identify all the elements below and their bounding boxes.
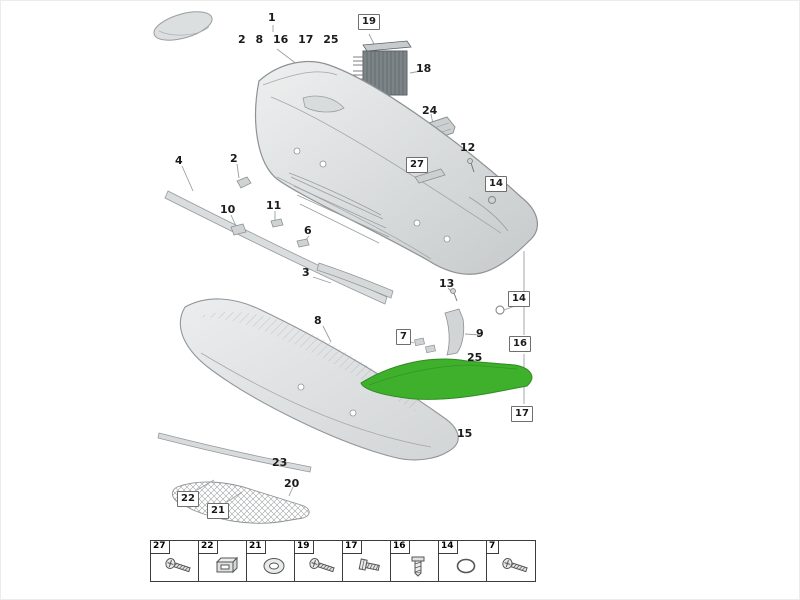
callout-12[interactable]: 12 [460,141,476,154]
legend-cell-number: 27 [151,541,170,554]
grommet-icon [263,558,285,574]
legend-cell-14: 14 [439,541,487,581]
callout-box-16[interactable]: 16 [509,336,531,352]
bumper-cover-shape [254,60,538,275]
bracket-9-shape [444,308,465,356]
callout-1-group[interactable]: 2 8 16 17 25 [238,33,339,46]
screw-12-shape [467,158,475,173]
bracket-2-shape [236,176,252,189]
callout-2[interactable]: 2 [230,152,238,165]
clip-10-shape [230,223,247,236]
highlighted-part-front-spoiler[interactable] [360,358,533,400]
callout-4[interactable]: 4 [175,154,183,167]
mesh-grille-shape [172,481,310,524]
ring-14-shape [495,305,505,315]
trim-strip-4-shape [164,190,388,305]
callout-box-27[interactable]: 27 [406,157,428,173]
callout-8[interactable]: 8 [314,314,322,327]
callout-6[interactable]: 6 [304,224,312,237]
callout-18[interactable]: 18 [416,62,432,75]
legend-cell-number: 21 [247,541,266,554]
clips-7-shape [414,337,436,354]
screw-icon [165,558,191,573]
callout-3[interactable]: 3 [302,266,310,279]
callout-box-21[interactable]: 21 [207,503,229,519]
clip-nut-icon [215,556,239,574]
legend-cell-number: 16 [391,541,410,554]
legend-cell-number: 17 [343,541,362,554]
clip-11-shape [270,218,284,228]
legend-cell-7: 7 [487,541,535,581]
bracket-27-shape [414,168,446,184]
callout-1[interactable]: 1 [268,11,276,24]
legend-cell-16: 16 [391,541,439,581]
legend-cell-27: 27 [151,541,199,581]
callout-24[interactable]: 24 [422,104,438,117]
ring-14b-shape [487,195,497,205]
callout-25[interactable]: 25 [467,351,483,364]
callout-box-14[interactable]: 14 [485,176,507,192]
o-ring-icon [456,558,476,574]
screw-13-shape [450,288,458,302]
fastener-legend: 27 22 21 19 17 16 14 7 [150,540,536,582]
legend-cell-21: 21 [247,541,295,581]
callout-9[interactable]: 9 [476,327,484,340]
legend-cell-number: 7 [487,541,500,554]
legend-cell-19: 19 [295,541,343,581]
screw-icon [502,558,528,573]
legend-cell-17: 17 [343,541,391,581]
clip-6-shape [296,238,310,248]
legend-cell-number: 22 [199,541,218,554]
sill-strip-23-shape [157,432,312,473]
callout-11[interactable]: 11 [266,199,282,212]
callout-15[interactable]: 15 [457,427,473,440]
callout-box-19[interactable]: 19 [358,14,380,30]
callout-box-7[interactable]: 7 [396,329,411,345]
screw-icon [309,558,335,573]
lower-bumper-shape [179,298,459,461]
legend-cell-22: 22 [199,541,247,581]
callout-box-22[interactable]: 22 [177,491,199,507]
callout-23[interactable]: 23 [272,456,288,469]
callout-20[interactable]: 20 [284,477,300,490]
bolt-icon [358,558,380,571]
callout-13[interactable]: 13 [439,277,455,290]
legend-cell-number: 14 [439,541,458,554]
cover-cap-shape [153,11,213,41]
expansion-rivet-icon [411,556,425,577]
legend-cell-number: 19 [295,541,314,554]
trim-strip-3-shape [316,262,394,299]
callout-box-17[interactable]: 17 [511,406,533,422]
callout-10[interactable]: 10 [220,203,236,216]
callout-box-14b[interactable]: 14 [508,291,530,307]
